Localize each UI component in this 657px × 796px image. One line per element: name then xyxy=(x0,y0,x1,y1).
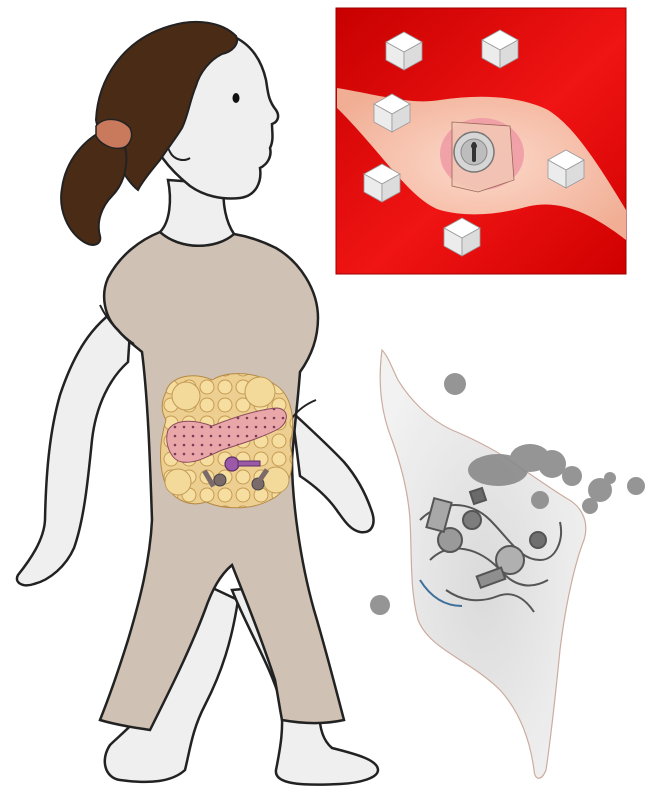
cloud-outline xyxy=(380,350,586,778)
left-arm xyxy=(17,300,132,585)
eye xyxy=(233,93,240,103)
walking-person-figure xyxy=(17,22,378,785)
right-arm xyxy=(292,412,374,532)
lock-icon xyxy=(454,132,494,172)
cell-inset-panel xyxy=(336,8,626,274)
smoke-cloud xyxy=(370,350,645,778)
